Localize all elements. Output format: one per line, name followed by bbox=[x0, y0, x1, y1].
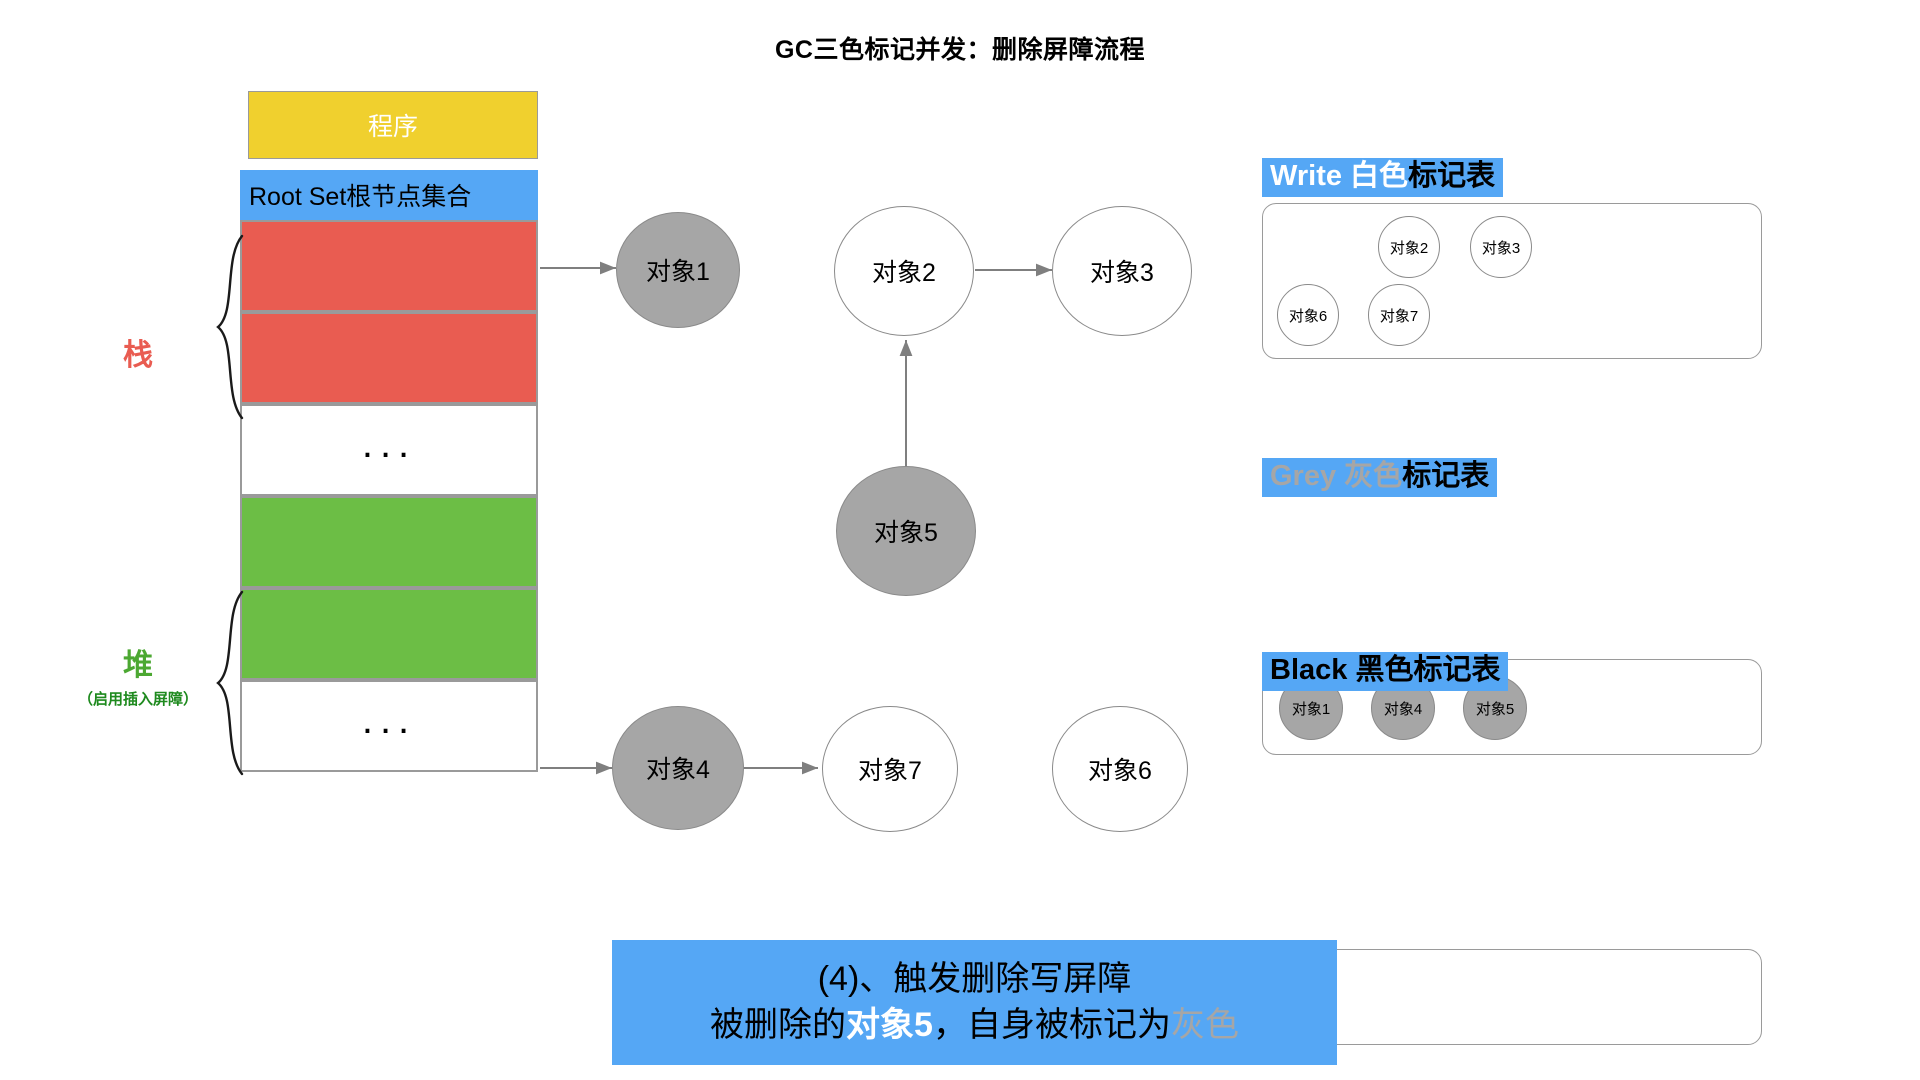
memory-cell-heap-ellipsis: ... bbox=[240, 680, 538, 772]
ellipsis-label: ... bbox=[361, 422, 417, 466]
heap-label: 堆 bbox=[123, 649, 153, 682]
grey-mark-table-title: Grey 灰色标记表 bbox=[1262, 458, 1498, 498]
heap-sublabel: （启用插入屏障） bbox=[77, 691, 198, 708]
graph-node-obj7[interactable]: 对象7 bbox=[822, 706, 958, 832]
node-label: 对象7 bbox=[858, 757, 922, 785]
mark-chip-obj3[interactable]: 对象3 bbox=[1470, 216, 1532, 278]
graph-node-obj2[interactable]: 对象2 bbox=[834, 206, 974, 336]
node-label: 对象3 bbox=[1090, 259, 1154, 287]
node-label: 对象6 bbox=[1088, 757, 1152, 785]
chip-label: 对象6 bbox=[1288, 307, 1328, 325]
white-mark-table-title: Write 白色标记表 bbox=[1262, 158, 1504, 198]
mark-chip-obj7[interactable]: 对象7 bbox=[1368, 284, 1430, 346]
root-set-bar: Root Set根节点集合 bbox=[240, 170, 538, 220]
caption-line-1: (4)、触发删除写屏障 bbox=[817, 959, 1132, 998]
node-label: 对象4 bbox=[646, 756, 710, 784]
stack-brace bbox=[216, 234, 244, 420]
program-box: 程序 bbox=[248, 91, 538, 159]
chip-label: 对象3 bbox=[1481, 239, 1521, 257]
grey-table-title-color-word: 灰色 bbox=[1344, 460, 1403, 492]
graph-node-obj5[interactable]: 对象5 bbox=[836, 466, 976, 596]
node-label: 对象5 bbox=[874, 519, 938, 547]
page-title: GC三色标记并发：删除屏障流程 bbox=[774, 36, 1145, 64]
caption-banner: (4)、触发删除写屏障 被删除的对象5，自身被标记为灰色 bbox=[612, 940, 1337, 1065]
graph-node-obj4[interactable]: 对象4 bbox=[612, 706, 744, 830]
black-mark-table-title: Black 黑色标记表 bbox=[1262, 652, 1509, 692]
graph-node-obj1[interactable]: 对象1 bbox=[616, 212, 740, 328]
grey-table-title-en: Grey bbox=[1270, 460, 1345, 492]
stack-label: 栈 bbox=[123, 339, 153, 372]
memory-cell-stack-2 bbox=[240, 312, 538, 404]
node-label: 对象1 bbox=[646, 258, 710, 286]
white-table-title-color-word: 白色 bbox=[1350, 160, 1409, 192]
heap-brace bbox=[216, 590, 244, 776]
memory-cell-stack-1 bbox=[240, 220, 538, 312]
black-table-title-color-word: 黑色 bbox=[1355, 654, 1414, 686]
mark-chip-obj2[interactable]: 对象2 bbox=[1378, 216, 1440, 278]
black-table-title-suffix: 标记表 bbox=[1413, 654, 1501, 686]
caption-line2-part-a: 被删除的 bbox=[710, 1005, 847, 1044]
node-label: 对象2 bbox=[872, 259, 936, 287]
grey-mark-table-title-wrap: Grey 灰色标记表 bbox=[1262, 458, 1498, 498]
chip-label: 对象4 bbox=[1383, 700, 1423, 718]
white-table-title-en: Write bbox=[1270, 160, 1351, 192]
program-label: 程序 bbox=[367, 113, 418, 141]
grey-table-title-suffix: 标记表 bbox=[1402, 460, 1490, 492]
caption-line2-color-word: 灰色 bbox=[1170, 1005, 1239, 1044]
chip-label: 对象7 bbox=[1379, 307, 1419, 325]
mark-chip-obj6[interactable]: 对象6 bbox=[1277, 284, 1339, 346]
white-table-title-suffix: 标记表 bbox=[1408, 160, 1496, 192]
caption-line2-object: 对象5 bbox=[846, 1005, 933, 1044]
graph-node-obj6[interactable]: 对象6 bbox=[1052, 706, 1188, 832]
black-mark-table-body[interactable] bbox=[1262, 949, 1762, 1045]
chip-label: 对象5 bbox=[1475, 700, 1515, 718]
ellipsis-label: ... bbox=[361, 698, 417, 742]
black-mark-table-title-wrap: Black 黑色标记表 bbox=[1262, 652, 1509, 692]
black-table-title-en: Black bbox=[1270, 654, 1356, 686]
root-set-label: Root Set根节点集合 bbox=[249, 183, 472, 211]
graph-node-obj3[interactable]: 对象3 bbox=[1052, 206, 1192, 336]
memory-cell-stack-ellipsis: ... bbox=[240, 404, 538, 496]
chip-label: 对象1 bbox=[1291, 700, 1331, 718]
white-mark-table-title-wrap: Write 白色标记表 bbox=[1262, 158, 1504, 198]
chip-label: 对象2 bbox=[1389, 239, 1429, 257]
caption-line-2: 被删除的对象5，自身被标记为灰色 bbox=[710, 1003, 1239, 1049]
memory-cell-heap-2 bbox=[240, 588, 538, 680]
memory-cell-heap-1 bbox=[240, 496, 538, 588]
white-mark-table-body[interactable]: 对象2 对象3 对象6 对象7 bbox=[1262, 203, 1762, 359]
caption-line2-part-c: ，自身被标记为 bbox=[932, 1005, 1171, 1044]
